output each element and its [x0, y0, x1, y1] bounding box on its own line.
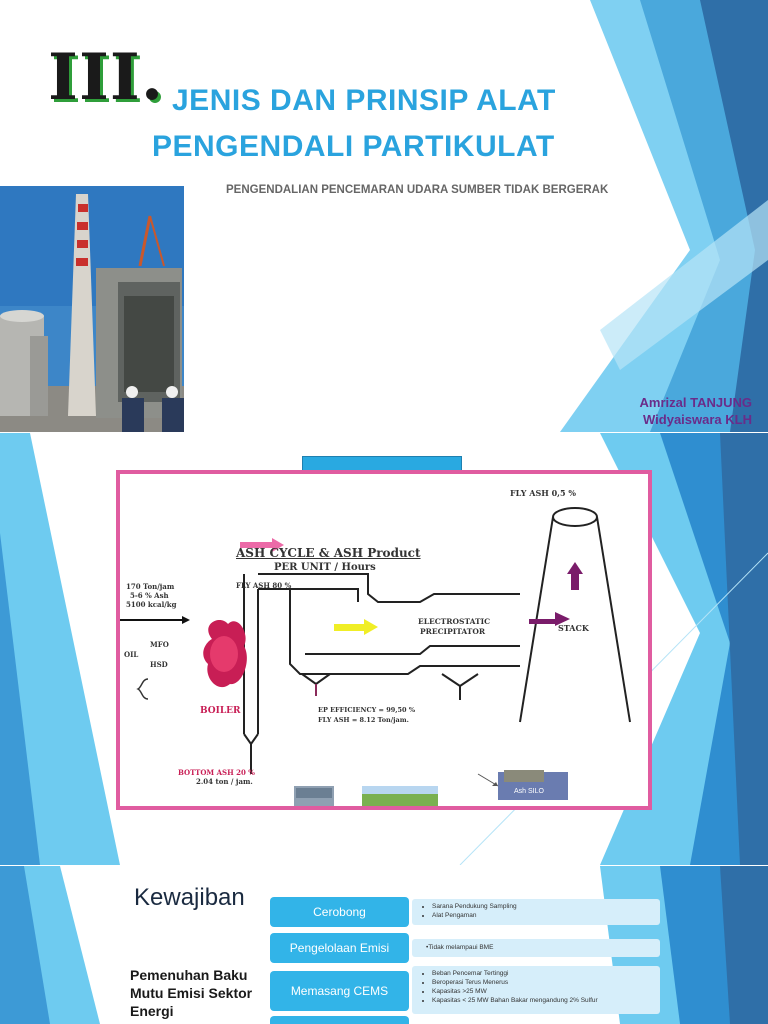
author-role: Widyaiswara KLH: [643, 412, 752, 427]
row-item: Sarana Pendukung Sampling: [432, 902, 652, 911]
esp-label-line1: ELECTROSTATIC: [418, 617, 491, 626]
kewajiban-slide: Kewajiban Pemenuhan Baku Mutu Emisi Sekt…: [0, 866, 768, 1024]
row-body-memasang-cems: Beban Pencemar Tertinggi Beroperasi Teru…: [412, 966, 660, 1014]
ash-silo-label: Ash SILO: [514, 788, 544, 795]
row-item: Kapasitas >25 MW: [432, 987, 652, 996]
left-caption: Pemenuhan Baku Mutu Emisi Sektor Energi: [130, 967, 253, 1019]
row-item: Kapasitas < 25 MW Bahan Bakar mengandung…: [432, 996, 652, 1005]
row-item: •Tidak melampaui BME: [426, 944, 494, 951]
row-label-next: [270, 1016, 409, 1024]
fly-ash-80-label: FLY ASH 80 %: [236, 581, 292, 590]
fly-ash-rate-label: FLY ASH = 8.12 Ton/jam.: [318, 716, 409, 724]
hsd-label: HSD: [150, 660, 168, 669]
ash-cycle-diagram: ASH CYCLE & ASH Product PER UNIT / Hours…: [116, 470, 652, 810]
slide-background-shapes: [0, 433, 768, 865]
chimney-photo: [0, 186, 184, 432]
author-block: Amrizal TANJUNG Widyaiswara KLH: [640, 394, 752, 428]
esp-label-line2: PRECIPITATOR: [420, 627, 486, 636]
row-label-memasang-cems: Memasang CEMS: [270, 971, 409, 1011]
diagram-subtitle: PER UNIT / Hours: [274, 562, 376, 573]
ash-cycle-slide: ASH CYCLE & ASH Product PER UNIT / Hours…: [0, 433, 768, 865]
row-item: Alat Pengaman: [432, 911, 652, 920]
diagram-lines: [120, 507, 631, 806]
bottom-ash-line2: 2.04 ton / jam.: [196, 777, 253, 786]
row-label-pengelolaan-emisi: Pengelolaan Emisi: [270, 933, 409, 963]
slide-background-shapes: [560, 0, 768, 432]
bottom-ash-line1: BOTTOM ASH 20 %: [178, 768, 255, 777]
input-line1: 170 Ton/jam: [126, 582, 175, 591]
stack-label: STACK: [558, 623, 589, 633]
mfo-label: MFO: [150, 640, 169, 649]
fly-ash-top-label: FLY ASH 0,5 %: [510, 488, 576, 498]
row-body-pengelolaan-emisi: •Tidak melampaui BME: [412, 939, 660, 957]
row-item: Beroperasi Terus Menerus: [432, 978, 652, 987]
row-label-cerobong: Cerobong: [270, 897, 409, 927]
author-name: Amrizal TANJUNG: [639, 395, 752, 410]
ep-efficiency-label: EP EFFICIENCY = 99,50 %: [318, 706, 416, 714]
slide-title-line1: JENIS DAN PRINSIP ALAT: [172, 84, 556, 117]
title-slide: III. JENIS DAN PRINSIP ALAT PENGENDALI P…: [0, 0, 768, 432]
slide-title-line2: PENGENDALI PARTIKULAT: [152, 130, 555, 163]
row-item: Beban Pencemar Tertinggi: [432, 969, 652, 978]
boiler-label: BOILER: [200, 706, 241, 716]
input-line3: 5100 kcal/kg: [126, 600, 177, 609]
input-line2: 5-6 % Ash: [130, 591, 169, 600]
diagram-title: ASH CYCLE & ASH Product: [236, 546, 421, 560]
oil-label: OIL: [124, 650, 139, 659]
row-body-cerobong: Sarana Pendukung Sampling Alat Pengaman: [412, 899, 660, 925]
slide-heading: Kewajiban: [134, 884, 245, 911]
slide-subtitle: PENGENDALIAN PENCEMARAN UDARA SUMBER TID…: [226, 184, 609, 196]
section-number: III.: [48, 40, 165, 115]
